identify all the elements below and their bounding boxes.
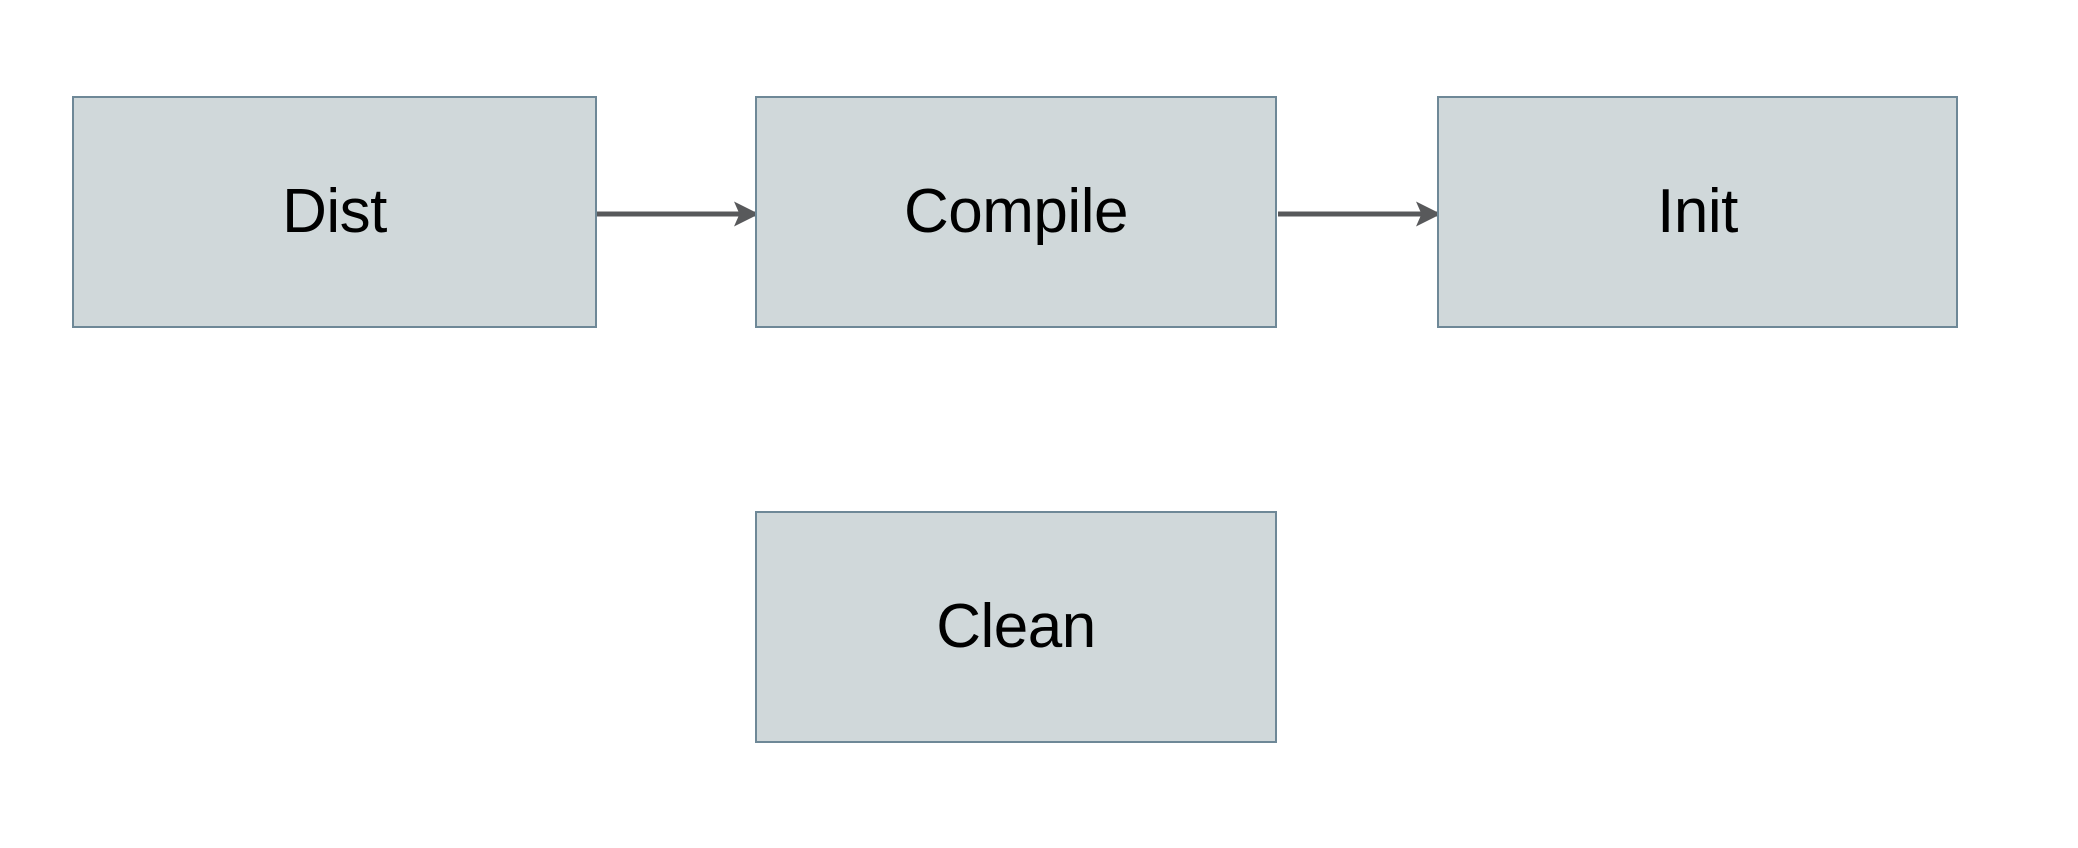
node-compile[interactable]: Compile [755,96,1277,328]
edge-hitbox-compile-to-init[interactable] [1278,204,1437,224]
node-label-dist: Dist [282,177,387,246]
node-clean[interactable]: Clean [755,511,1277,743]
node-label-clean: Clean [936,592,1096,661]
node-label-init: Init [1657,177,1738,246]
node-dist[interactable]: Dist [72,96,597,328]
edge-hitbox-dist-to-compile[interactable] [597,204,755,224]
node-label-compile: Compile [904,177,1128,246]
node-init[interactable]: Init [1437,96,1958,328]
